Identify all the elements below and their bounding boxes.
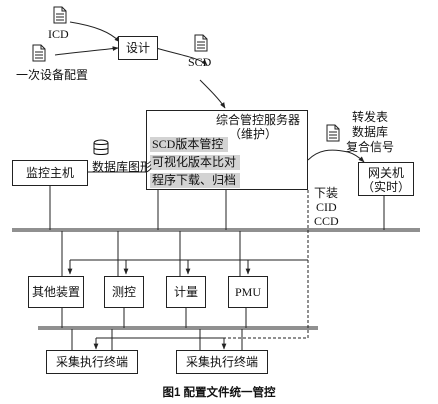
document-icon	[194, 34, 208, 52]
document-icon	[53, 6, 67, 24]
forward-table-label: 转发表	[352, 110, 389, 124]
pmu-box: PMU	[228, 276, 268, 308]
other-device-box: 其他装置	[28, 276, 84, 308]
measure-control-box: 测控	[104, 276, 144, 308]
arrow-design-to-scd	[155, 47, 208, 66]
metering-box: 计量	[166, 276, 206, 308]
function-download-archive: 程序下载、归档	[150, 173, 240, 188]
design-box: 设计	[118, 36, 158, 60]
server-title-line1: 综合管控服务器	[216, 113, 301, 127]
terminal-left-box: 采集执行终端	[46, 350, 138, 374]
ccd-label: CCD	[314, 214, 339, 228]
monitor-host-label: 监控主机	[25, 166, 74, 180]
measure-control-label: 测控	[111, 285, 136, 299]
gateway-label-line1: 网关机	[367, 166, 404, 180]
terminal-right-label: 采集执行终端	[185, 355, 258, 369]
terminal-right-box: 采集执行终端	[176, 350, 268, 374]
download-label: 下装	[314, 186, 339, 200]
arrow-scd-to-server	[199, 79, 226, 109]
icd-label: ICD	[48, 27, 69, 41]
pmu-label: PMU	[234, 285, 261, 299]
server-box: 综合管控服务器 （维护） SCD版本管控 可视化版本比对 程序下载、归档	[146, 110, 308, 190]
cid-label: CID	[316, 200, 337, 214]
function-visual-version-compare: 可视化版本比对	[150, 155, 240, 170]
figure-caption: 图1 配置文件统一管控	[162, 387, 276, 399]
other-device-label: 其他装置	[31, 285, 80, 299]
terminal-left-label: 采集执行终端	[55, 355, 128, 369]
document-icon	[32, 44, 46, 62]
arrow-config-to-design	[54, 46, 119, 56]
server-title-line2: （维护）	[229, 127, 278, 141]
database-icon	[93, 139, 109, 155]
gateway-box: 网关机 （实时）	[358, 162, 414, 196]
arrow-icd-to-design	[69, 21, 121, 43]
metering-label: 计量	[173, 285, 198, 299]
gateway-label-line2: （实时）	[361, 180, 410, 194]
download-to-terminal-dashed	[224, 260, 309, 339]
composite-signal-label: 复合信号	[346, 140, 395, 154]
design-label: 设计	[125, 41, 150, 55]
document-icon	[326, 124, 340, 142]
database-label: 数据库	[352, 125, 389, 139]
scd-label: SCD	[188, 55, 212, 69]
primary-config-label: 一次设备配置	[16, 68, 89, 82]
database-graphics-label: 数据库图形	[92, 160, 153, 174]
function-scd-version-control: SCD版本管控	[150, 137, 228, 152]
arrow-server-to-gateway	[307, 149, 365, 163]
monitor-host-box: 监控主机	[12, 160, 88, 186]
